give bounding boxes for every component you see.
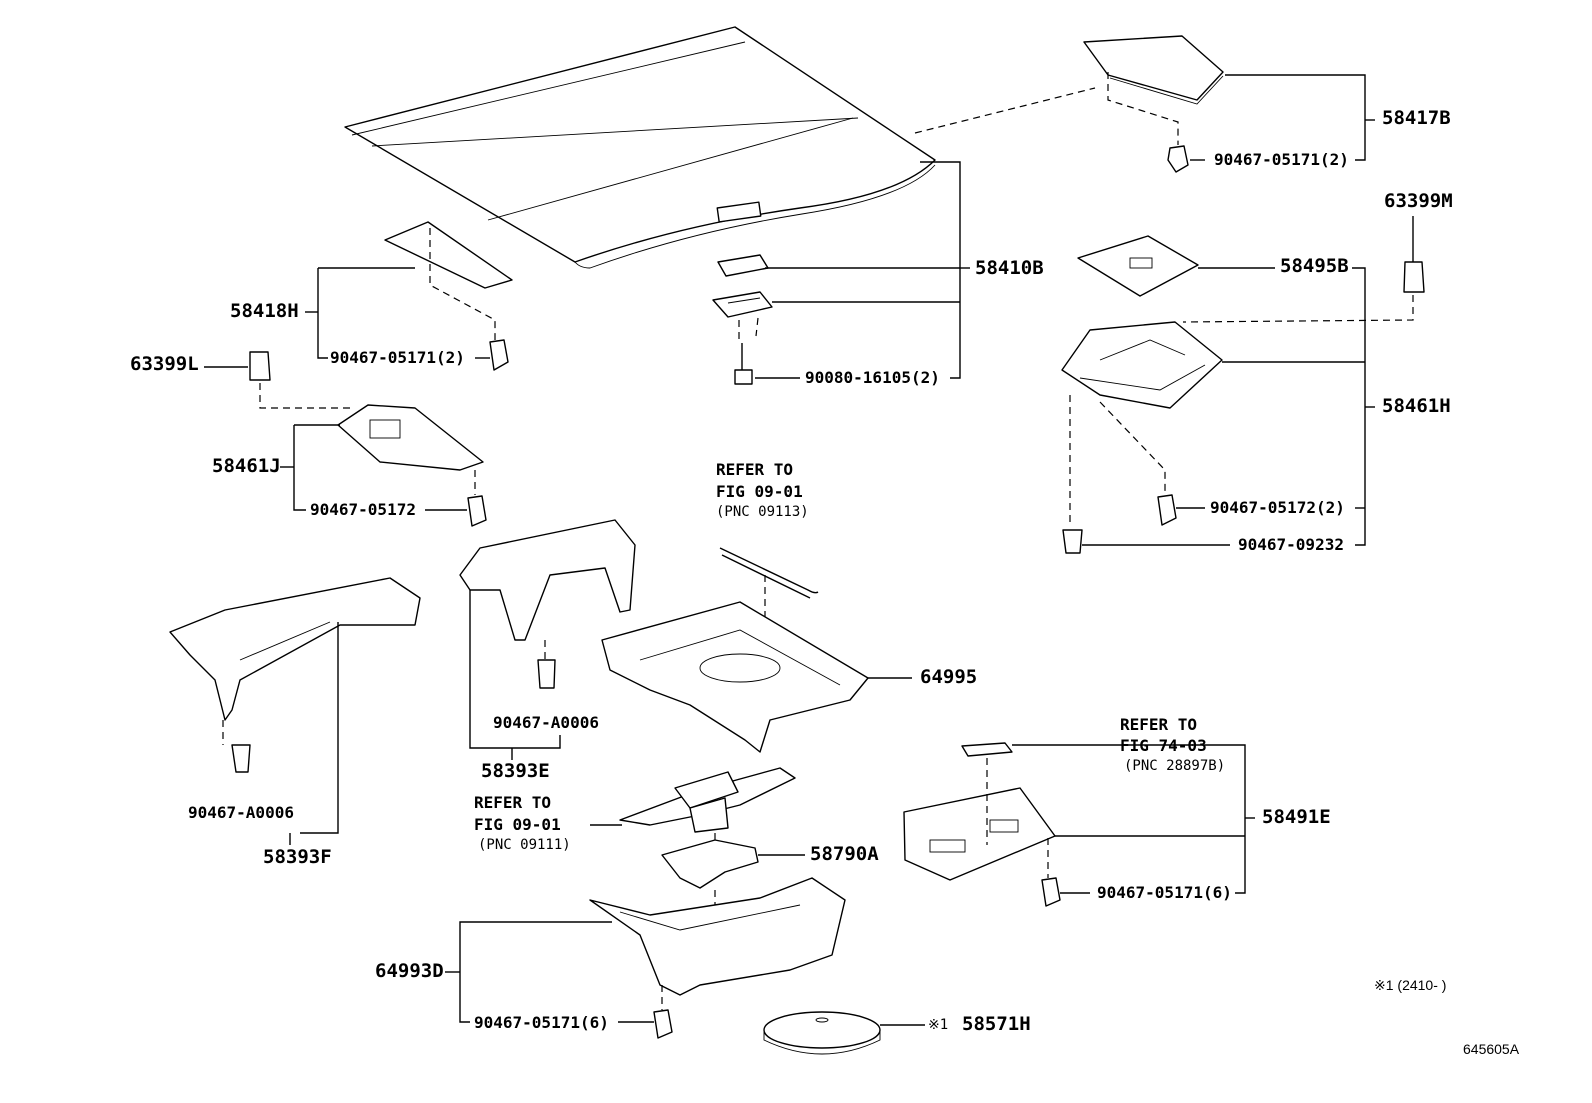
- part-number-63399M[interactable]: 63399M: [1384, 190, 1453, 212]
- board-stopper-part[interactable]: [712, 254, 773, 318]
- part-number-58393E-clip[interactable]: 90467-A0006: [493, 713, 599, 732]
- ref-mat-line1: REFER TO: [1120, 715, 1198, 734]
- bracket-58461J-part[interactable]: [337, 404, 484, 471]
- bracket-58393F-part[interactable]: [169, 577, 421, 721]
- jack-handle-part[interactable]: [719, 547, 819, 599]
- ref-mat-pnc: (PNC 28897B): [1124, 758, 1226, 774]
- ref-jack-pnc: (PNC 09111): [478, 837, 571, 853]
- clip-64993D-part[interactable]: [653, 1009, 673, 1039]
- part-number-58393E[interactable]: 58393E: [481, 760, 550, 782]
- clip-63399L-part[interactable]: [249, 351, 271, 381]
- part-number-58491E[interactable]: 58491E: [1262, 806, 1331, 828]
- clip-58393E-part[interactable]: [537, 659, 556, 689]
- part-number-58393F[interactable]: 58393F: [263, 846, 332, 868]
- part-number-58461J-clip[interactable]: 90467-05172: [310, 500, 416, 519]
- clip-58393F-part[interactable]: [231, 744, 251, 773]
- part-number-58571H[interactable]: 58571H: [962, 1013, 1031, 1035]
- clip-58491E-part[interactable]: [1041, 877, 1061, 907]
- part-number-58461H[interactable]: 58461H: [1382, 395, 1451, 417]
- part-number-58417B[interactable]: 58417B: [1382, 107, 1451, 129]
- ref-jack-handle-line2[interactable]: FIG 09-01: [716, 482, 803, 501]
- part-number-58461H-clip2[interactable]: 90467-09232: [1238, 535, 1344, 554]
- part-number-58418H[interactable]: 58418H: [230, 300, 299, 322]
- part-number-58393F-clip[interactable]: 90467-A0006: [188, 803, 294, 822]
- part-number-90080[interactable]: 90080-16105(2): [805, 368, 940, 387]
- sheet-28897B-part[interactable]: [961, 742, 1013, 757]
- part-number-58491E-clip[interactable]: 90467-05171(6): [1097, 883, 1232, 902]
- bracket-58461H-part[interactable]: [1061, 321, 1223, 409]
- jack-holder-58790A-part[interactable]: [661, 839, 759, 889]
- clip-58418H-part[interactable]: [489, 339, 509, 371]
- part-number-58461H-clip1[interactable]: 90467-05172(2): [1210, 498, 1345, 517]
- note-mark: ※1: [928, 1017, 949, 1033]
- tray-64995-part[interactable]: [601, 601, 869, 753]
- tray-64993D-part[interactable]: [589, 877, 846, 996]
- tonneau-board-part[interactable]: [344, 26, 936, 269]
- applicability-note: ※1 (2410- ): [1374, 977, 1447, 993]
- mat-58491E-part[interactable]: [903, 787, 1056, 881]
- panel-58417B-part[interactable]: [1083, 35, 1224, 105]
- ref-jack-handle-pnc: (PNC 09113): [716, 504, 809, 520]
- ref-jack-line2[interactable]: FIG 09-01: [474, 815, 561, 834]
- ref-mat-line2[interactable]: FIG 74-03: [1120, 736, 1207, 755]
- part-number-64995[interactable]: 64995: [920, 666, 978, 688]
- part-number-58790A[interactable]: 58790A: [810, 843, 879, 865]
- leader-lines: [204, 74, 1375, 1026]
- disc-58571H-part[interactable]: [763, 1011, 881, 1055]
- part-number-58410B[interactable]: 58410B: [975, 257, 1044, 279]
- part-number-58418H-clip[interactable]: 90467-05171(2): [330, 348, 465, 367]
- panel-58418H-part[interactable]: [384, 221, 513, 289]
- panel-58495B-part[interactable]: [1077, 235, 1199, 297]
- part-number-64993D-clip[interactable]: 90467-05171(6): [474, 1013, 609, 1032]
- clip-58417B-part[interactable]: [1167, 145, 1189, 173]
- bracket-58393E-part[interactable]: [459, 519, 636, 641]
- part-number-58417B-clip[interactable]: 90467-05171(2): [1214, 150, 1349, 169]
- clip-90467-05172-right-part[interactable]: [1157, 494, 1177, 526]
- ref-jack-line1: REFER TO: [474, 793, 552, 812]
- clip-58461J-part[interactable]: [467, 495, 487, 527]
- ref-jack-handle-line1: REFER TO: [716, 460, 794, 479]
- clip-90467-09232-part[interactable]: [1062, 529, 1083, 554]
- bolt-90080-part[interactable]: [734, 343, 753, 385]
- part-number-58461J[interactable]: 58461J: [212, 455, 281, 477]
- part-number-64993D[interactable]: 64993D: [375, 960, 444, 982]
- part-number-58495B[interactable]: 58495B: [1280, 255, 1349, 277]
- figure-id: 645605A: [1463, 1041, 1520, 1057]
- clip-63399M-part[interactable]: [1403, 216, 1425, 293]
- part-number-63399L[interactable]: 63399L: [130, 353, 199, 375]
- jack-part[interactable]: [619, 767, 796, 833]
